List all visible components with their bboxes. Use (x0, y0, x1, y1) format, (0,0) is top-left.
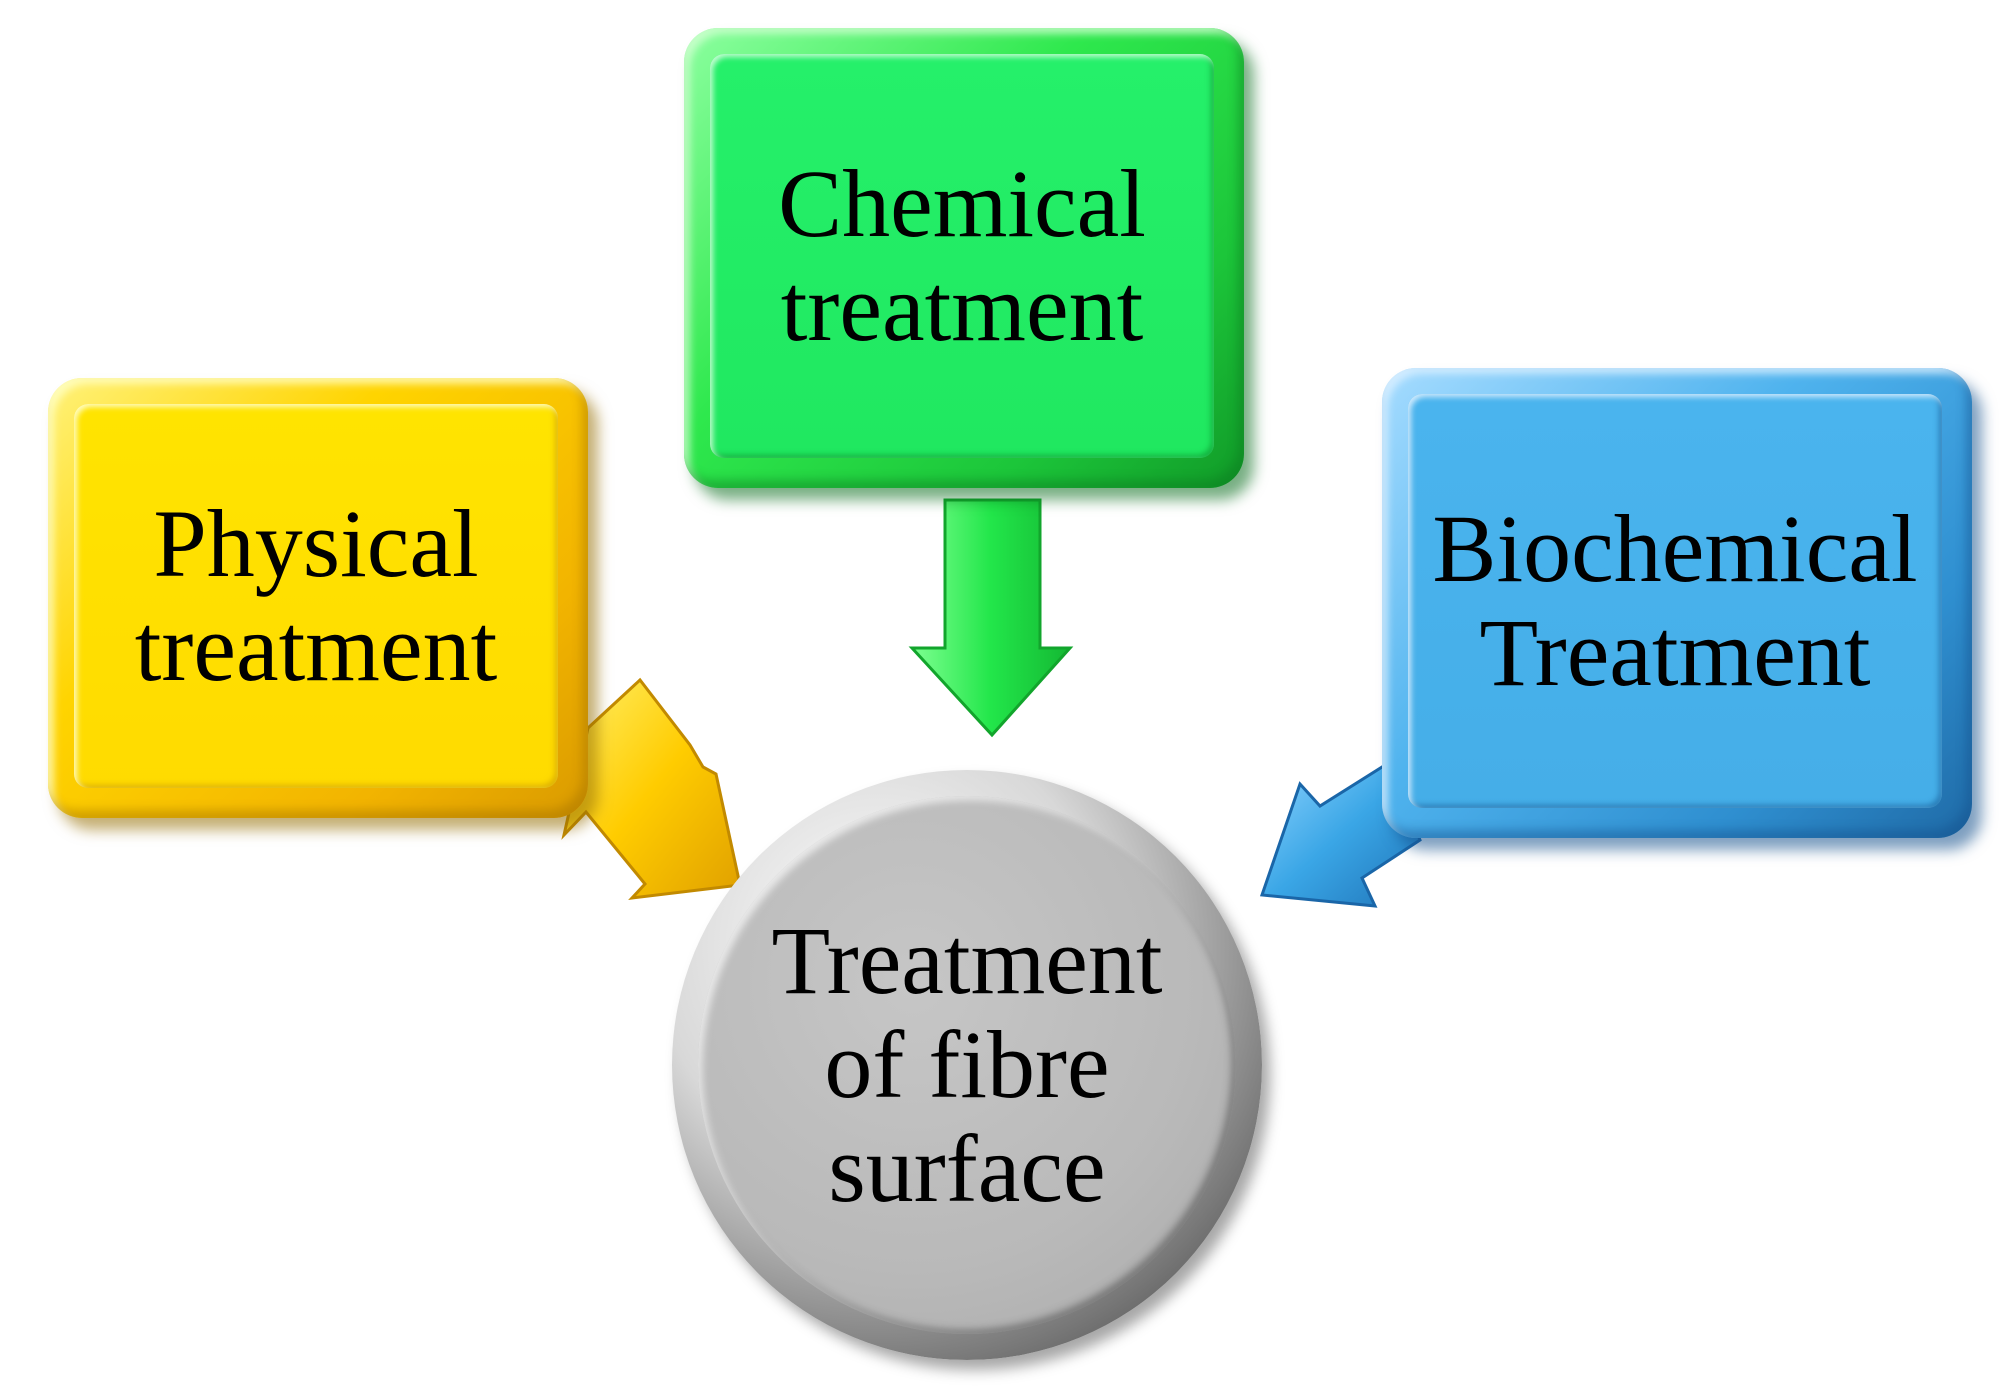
node-center-label-line-3: surface (828, 1115, 1106, 1222)
node-physical-label: Physical treatment (135, 492, 497, 700)
node-biochemical-label: Biochemical Treatment (1432, 497, 1917, 705)
arrow-physical-to-center (561, 677, 742, 900)
node-physical-treatment: Physical treatment (48, 378, 588, 818)
node-chemical-label: Chemical treatment (778, 152, 1146, 360)
arrow-chemical-to-center (908, 498, 1074, 738)
arrow-biochemical-to-center (1259, 759, 1422, 908)
node-center-label: Treatment of fibre surface (771, 909, 1162, 1221)
node-biochemical-face: Biochemical Treatment (1408, 394, 1942, 808)
node-biochemical-treatment: Biochemical Treatment (1382, 368, 1972, 838)
node-physical-face: Physical treatment (74, 404, 558, 788)
node-chemical-treatment: Chemical treatment (684, 28, 1244, 488)
node-center-label-line-1: Treatment (771, 907, 1163, 1014)
node-center-face: Treatment of fibre surface (698, 796, 1236, 1334)
node-physical-label-line-1: Physical (153, 490, 479, 597)
node-physical-label-line-2: treatment (134, 594, 498, 701)
node-center-label-line-2: of fibre (824, 1011, 1110, 1118)
node-biochemical-label-line-1: Biochemical (1432, 495, 1918, 602)
node-chemical-face: Chemical treatment (710, 54, 1214, 458)
node-chemical-label-line-1: Chemical (778, 150, 1146, 257)
node-biochemical-label-line-2: Treatment (1479, 599, 1871, 706)
node-chemical-label-line-2: treatment (780, 254, 1144, 361)
node-center-fibre-surface: Treatment of fibre surface (672, 770, 1262, 1360)
